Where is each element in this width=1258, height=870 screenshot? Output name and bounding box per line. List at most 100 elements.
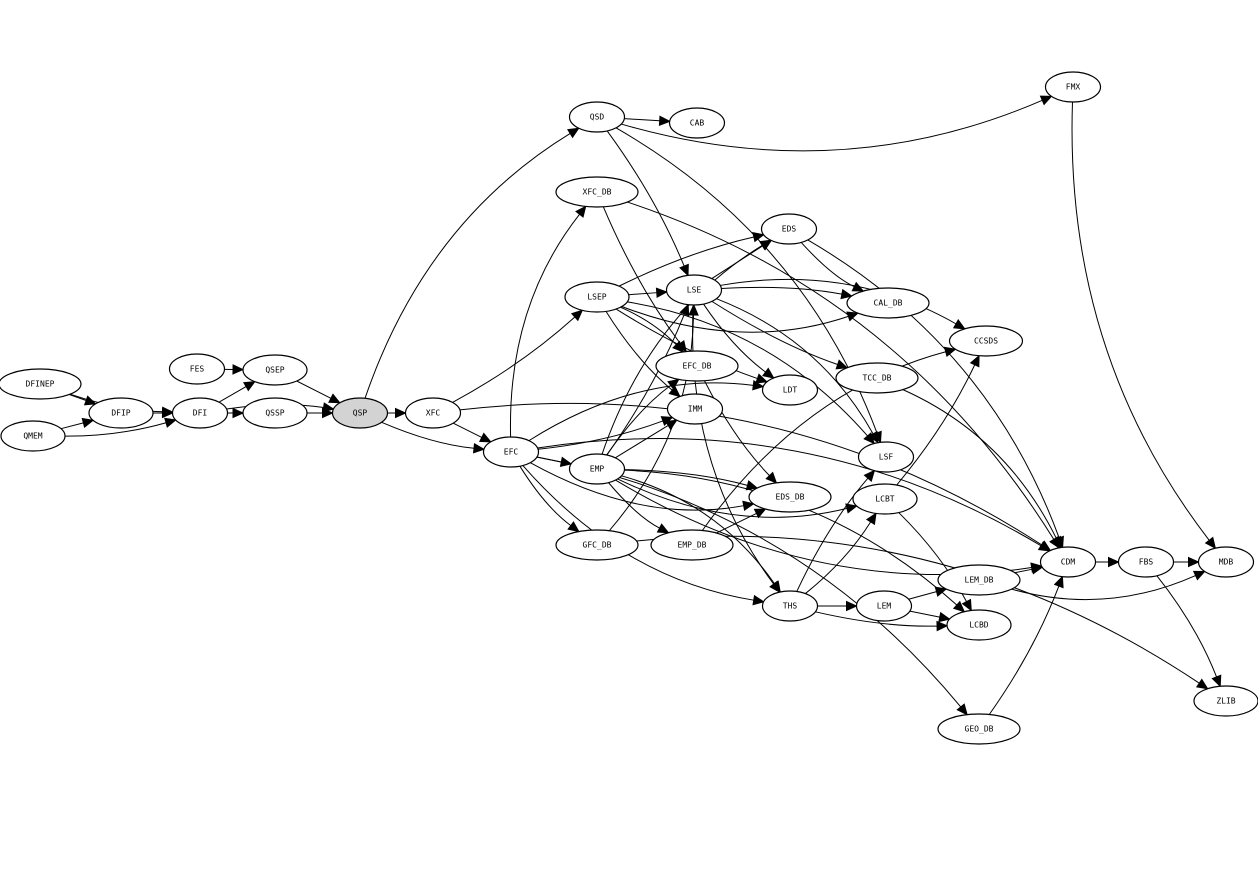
node-efc[interactable]: EFC xyxy=(482,436,540,468)
node-label: CAL_DB xyxy=(874,299,903,308)
arrowhead-icon xyxy=(938,611,951,623)
node-shape xyxy=(835,362,919,394)
node-tcc-db[interactable]: TCC_DB xyxy=(835,362,919,394)
node-shape xyxy=(1039,546,1097,578)
node-qsp[interactable]: QSP xyxy=(331,397,389,429)
node-cdm[interactable]: CDM xyxy=(1039,546,1097,578)
arrowhead-icon xyxy=(1039,95,1053,106)
node-lse[interactable]: LSE xyxy=(665,274,723,306)
node-label: LEM_DB xyxy=(965,576,994,585)
edge-lse-to-ccsds xyxy=(720,278,957,325)
node-xfc[interactable]: XFC xyxy=(404,397,462,429)
node-cab[interactable]: CAB xyxy=(668,107,726,139)
edge-efc-to-ldt xyxy=(528,382,754,442)
node-shape xyxy=(168,353,226,385)
edge-fmx-to-mdb xyxy=(1071,101,1210,541)
node-gfc-db[interactable]: GFC_DB xyxy=(555,529,639,561)
edge-efc-to-gfc_db xyxy=(519,465,572,527)
arrowhead-icon xyxy=(956,703,968,716)
node-cal-db[interactable]: CAL_DB xyxy=(846,287,930,319)
node-geo-db[interactable]: GEO_DB xyxy=(937,713,1021,745)
node-qsep[interactable]: QSEP xyxy=(242,354,308,386)
node-lsep[interactable]: LSEP xyxy=(564,281,630,313)
node-shape xyxy=(666,393,724,425)
node-efc-db[interactable]: EFC_DB xyxy=(655,350,739,382)
node-emp[interactable]: EMP xyxy=(568,453,626,485)
node-label: EFC xyxy=(504,448,519,457)
node-zlib[interactable]: ZLIB xyxy=(1193,685,1258,717)
edge-tcc_db-to-cdm xyxy=(902,389,1057,539)
node-shape xyxy=(0,420,66,452)
edge-emp-to-emp_db xyxy=(608,482,660,529)
node-label: EFC_DB xyxy=(683,362,712,371)
arrowhead-icon xyxy=(656,523,670,534)
node-label: DFINEP xyxy=(26,380,55,389)
node-dfi[interactable]: DFI xyxy=(171,397,229,429)
node-label: THS xyxy=(783,602,798,611)
node-emp-db[interactable]: EMP_DB xyxy=(650,529,734,561)
arrowhead-icon xyxy=(1204,536,1217,550)
edge-emp_db-to-eds_db xyxy=(716,512,757,534)
arrowhead-icon xyxy=(162,407,174,419)
node-qmem[interactable]: QMEM xyxy=(0,420,66,452)
node-qsd[interactable]: QSD xyxy=(568,101,626,133)
node-ldt[interactable]: LDT xyxy=(761,374,819,406)
arrowhead-icon xyxy=(851,281,865,292)
node-eds[interactable]: EDS xyxy=(760,213,818,245)
node-ccsds[interactable]: CCSDS xyxy=(948,325,1024,357)
edge-emp-to-imm xyxy=(615,424,669,459)
edge-lse-to-ldt xyxy=(703,303,766,373)
edge-ths-to-lcbd xyxy=(815,611,938,627)
node-label: EMP xyxy=(590,465,605,474)
node-shape xyxy=(331,397,389,429)
edge-lsep-to-imm xyxy=(605,311,673,391)
arrowhead-icon xyxy=(667,378,680,390)
arrowhead-icon xyxy=(759,239,772,251)
node-dfinep[interactable]: DFINEP xyxy=(0,368,82,400)
node-label: EDS_DB xyxy=(776,493,805,502)
node-shape xyxy=(761,590,819,622)
node-lcbt[interactable]: LCBT xyxy=(852,483,918,515)
arrowhead-icon xyxy=(961,598,972,612)
arrowhead-icon xyxy=(658,115,671,126)
node-qssp[interactable]: QSSP xyxy=(242,397,308,429)
node-shape xyxy=(748,481,832,513)
arrowhead-icon xyxy=(1192,570,1206,581)
node-fbs[interactable]: FBS xyxy=(1117,546,1175,578)
arrowhead-icon xyxy=(668,385,681,398)
edge-xfc-to-cdm xyxy=(459,402,1043,546)
edges-layer xyxy=(60,95,1222,716)
node-shape xyxy=(171,397,229,429)
node-shape xyxy=(937,713,1021,745)
node-shape xyxy=(855,590,913,622)
node-xfc-db[interactable]: XFC_DB xyxy=(555,176,639,208)
node-label: FES xyxy=(190,365,205,374)
node-imm[interactable]: IMM xyxy=(666,393,724,425)
arrowhead-icon xyxy=(969,354,980,368)
arrowhead-icon xyxy=(863,469,876,483)
edge-fbs-to-zlib xyxy=(1156,575,1218,678)
edge-emp_db-to-ccsds xyxy=(701,351,946,531)
node-fmx[interactable]: FMX xyxy=(1044,71,1102,103)
node-ths[interactable]: THS xyxy=(761,590,819,622)
edge-qsd-to-cab xyxy=(624,118,660,122)
edge-xfc_db-to-efc_db xyxy=(602,206,681,344)
node-lcbd[interactable]: LCBD xyxy=(946,609,1012,641)
edge-qsd-to-lsf xyxy=(615,127,878,434)
node-label: XFC_DB xyxy=(583,188,612,197)
node-lem[interactable]: LEM xyxy=(855,590,913,622)
node-lem-db[interactable]: LEM_DB xyxy=(937,564,1021,596)
node-fes[interactable]: FES xyxy=(168,353,226,385)
edge-lcbt-to-ccsds xyxy=(896,364,976,486)
nodes-layer: DFINEP QMEM DFIP FES DFI QSEP QSSP QSP XFC QSD CAB… xyxy=(0,71,1258,745)
node-label: QSD xyxy=(590,113,605,122)
edge-lem_db-to-mdb xyxy=(1011,575,1196,601)
node-eds-db[interactable]: EDS_DB xyxy=(748,481,832,513)
node-dfip[interactable]: DFIP xyxy=(88,397,154,429)
node-label: CDM xyxy=(1061,558,1076,567)
node-mdb[interactable]: MDB xyxy=(1197,546,1255,578)
node-lsf[interactable]: LSF xyxy=(857,441,915,473)
node-shape xyxy=(1197,546,1255,578)
edge-qsep-to-qsp xyxy=(296,380,332,399)
